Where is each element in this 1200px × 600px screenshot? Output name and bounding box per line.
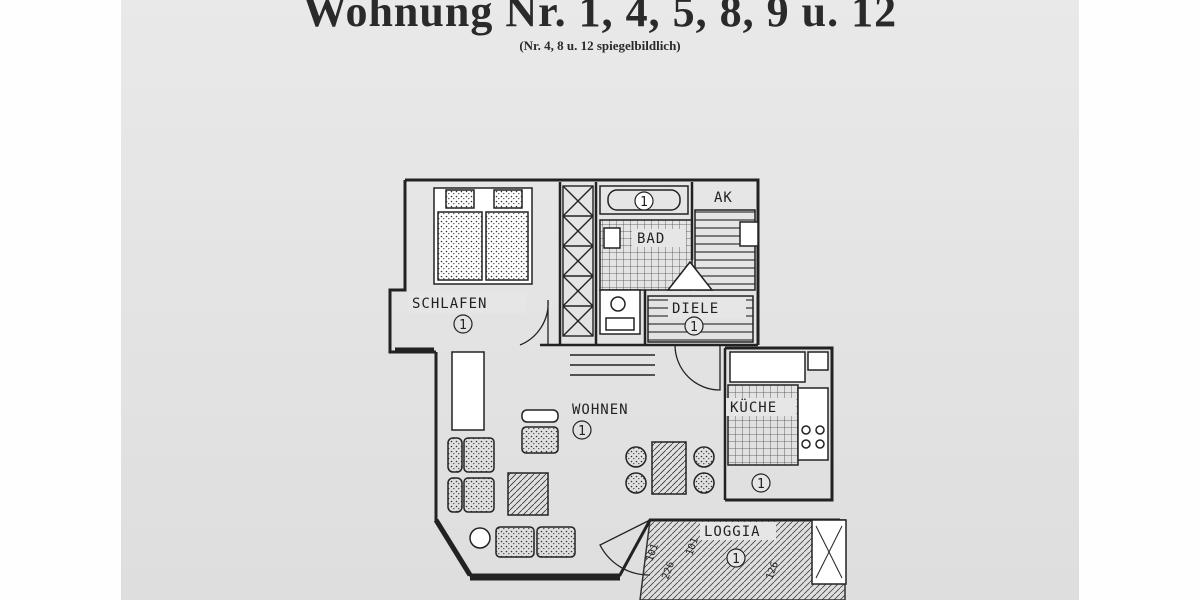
scanned-floor-plan-sheet: Wohnung Nr. 1, 4, 5, 8, 9 u. 12 (Nr. 4, …	[121, 0, 1079, 600]
double-bed	[433, 187, 533, 285]
room-label-ak: AK	[714, 190, 733, 206]
room-label-schlafen: SCHLAFEN	[412, 296, 487, 312]
wardrobe	[562, 185, 594, 337]
room-number-loggia: 1	[732, 552, 740, 567]
room-label-wohnen: WOHNEN	[572, 402, 629, 418]
room-label-diele: DIELE	[672, 301, 719, 317]
room-label-loggia: LOGGIA	[704, 524, 761, 540]
document-title: Wohnung Nr. 1, 4, 5, 8, 9 u. 12	[302, 0, 898, 36]
room-number-diele: 1	[690, 320, 698, 335]
interior-walls	[540, 182, 758, 500]
room-number-kueche: 1	[757, 477, 765, 492]
room-number-wohnen: 1	[578, 424, 586, 439]
document-subtitle: (Nr. 4, 8 u. 12 spiegelbildlich)	[519, 38, 681, 53]
room-label-kueche: KÜCHE	[730, 398, 777, 416]
room-number-bad: 1	[640, 195, 648, 210]
floor-plan: SCHLAFEN 1 1 BAD AK DIELE 1 WOHNEN 1 KÜC…	[388, 178, 847, 600]
living-room-furniture	[447, 351, 715, 558]
outer-walls	[388, 178, 840, 581]
room-number-schlafen: 1	[459, 318, 467, 333]
room-label-bad: BAD	[637, 231, 665, 247]
